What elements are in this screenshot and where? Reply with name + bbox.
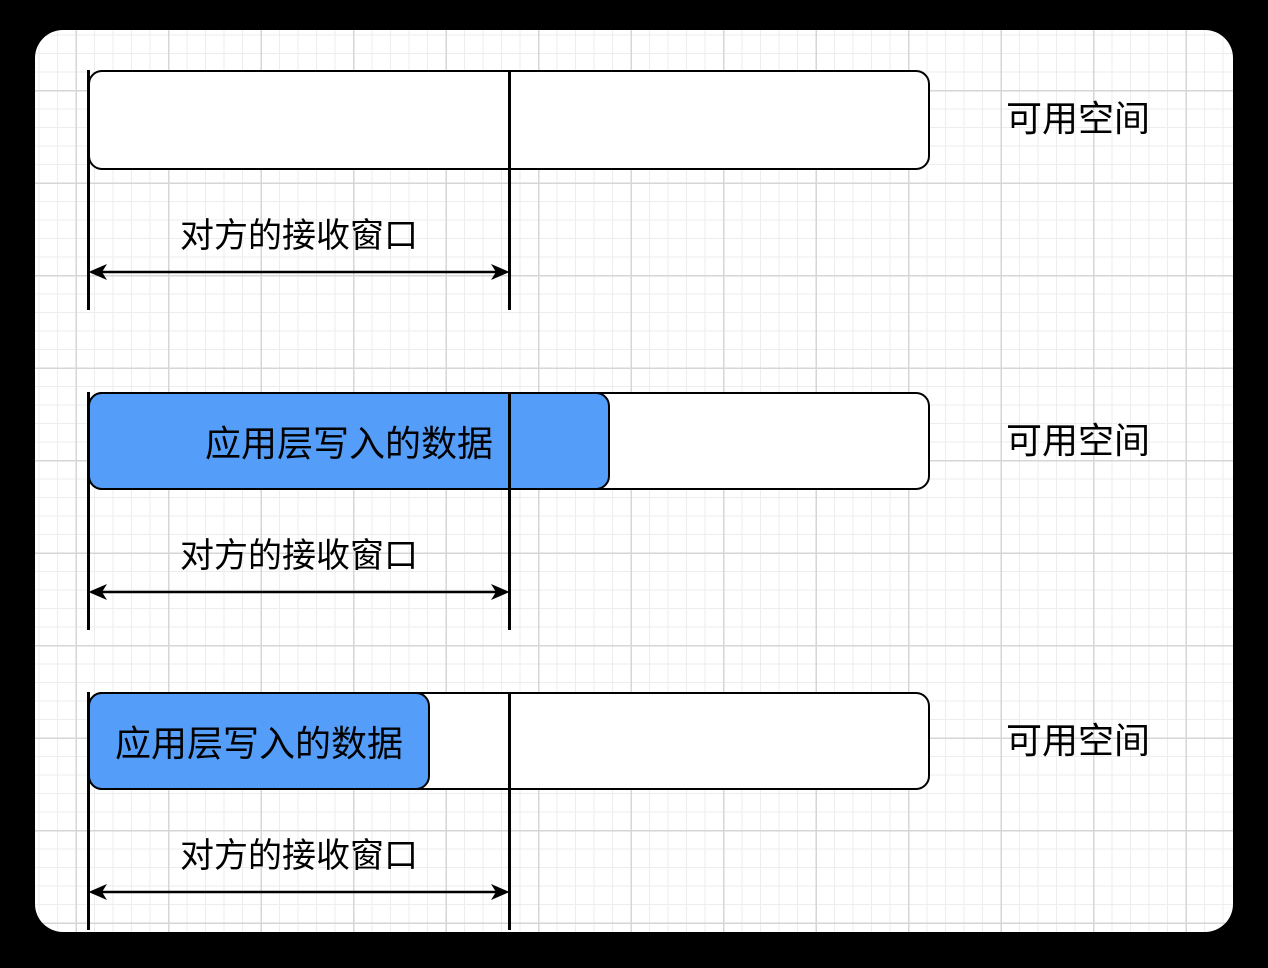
available-space-label: 可用空间: [1005, 720, 1150, 761]
available-space-label: 可用空间: [1005, 98, 1150, 139]
buffer-start-line: [87, 392, 90, 630]
written-data-rect: 应用层写入的数据: [88, 392, 610, 490]
receive-window-label: 对方的接收窗口: [180, 837, 418, 875]
available-space-label: 可用空间: [1005, 420, 1150, 461]
receive-window-arrow: [88, 264, 510, 280]
window-boundary-line: [508, 70, 511, 310]
receive-window-label: 对方的接收窗口: [180, 537, 418, 575]
written-data-rect: 应用层写入的数据: [88, 692, 430, 790]
buffer-start-line: [87, 70, 90, 310]
window-boundary-line: [508, 392, 511, 630]
receive-window-label: 对方的接收窗口: [180, 217, 418, 255]
written-data-label: 应用层写入的数据: [114, 723, 403, 764]
buffer-start-line: [87, 692, 90, 930]
written-data-label: 应用层写入的数据: [204, 423, 493, 464]
receive-window-arrow: [88, 884, 510, 900]
receive-window-arrow: [88, 584, 510, 600]
diagram-canvas: 对方的接收窗口 可用空间 应用层写入的数据 对方的接收窗口 可用空间 应用层写入…: [35, 30, 1233, 932]
window-boundary-line: [508, 692, 511, 930]
